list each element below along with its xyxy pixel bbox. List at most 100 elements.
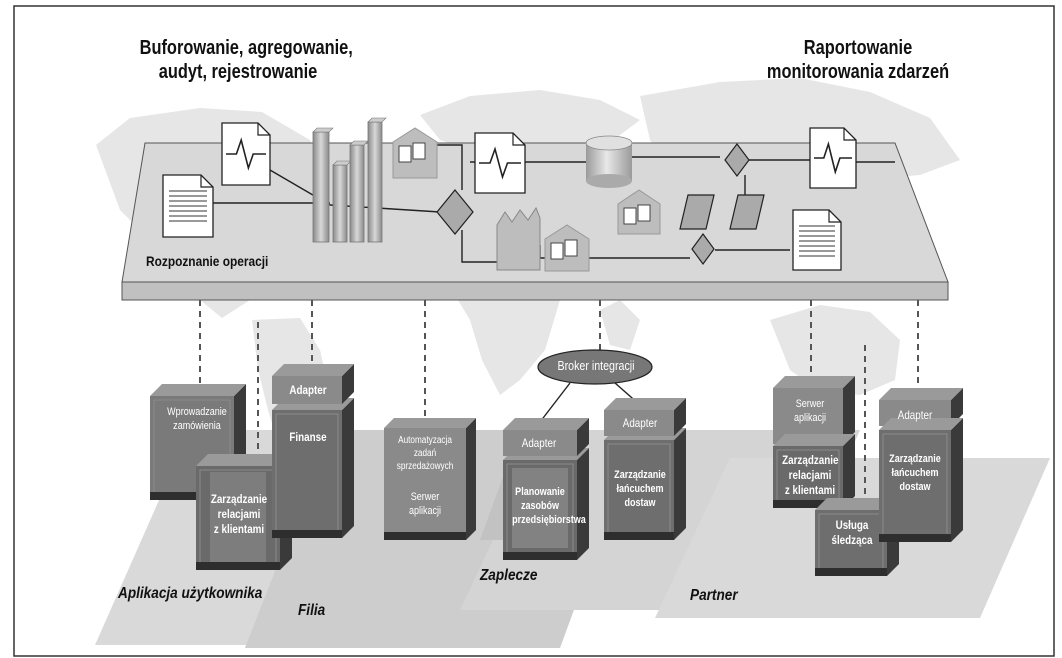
box-base <box>272 530 342 538</box>
label-line: z klientami <box>784 483 836 497</box>
bar-top <box>367 117 387 123</box>
server-finance-adapter-box <box>272 364 354 404</box>
document-fold <box>257 123 270 136</box>
broker-label: Broker integracji <box>557 358 635 373</box>
server-scm-back: Zarządzanie łańcuchem dostaw <box>612 468 668 510</box>
box-front <box>272 376 342 404</box>
document-sheet <box>474 132 526 194</box>
label-line: łańcuchem <box>616 483 664 495</box>
title-right-line-2: monitorowania zdarzeń <box>766 61 950 83</box>
decision-diamond-icon <box>691 232 715 266</box>
document-fold <box>828 210 841 223</box>
monitoring-document-icon <box>474 132 526 194</box>
server-finance: Finanse <box>289 430 327 444</box>
bar-top <box>312 127 334 133</box>
document-fold <box>512 133 525 146</box>
data-parallelogram-icon <box>729 194 765 230</box>
box-side <box>843 376 855 444</box>
box-bevel <box>506 433 574 453</box>
decision-diamond-icon <box>724 143 750 177</box>
box-front <box>773 446 843 508</box>
server-finance-box <box>272 398 354 538</box>
box-top <box>879 418 963 430</box>
zone-user-apps: Aplikacja użytkownika <box>118 585 263 602</box>
label-line: łańcuchem <box>891 467 939 479</box>
title-right: Raportowanie monitorowania zdarzeń <box>751 36 964 84</box>
label-line: przedsiębiorstwa <box>512 514 586 526</box>
server-boxes <box>150 364 963 576</box>
box-top <box>815 498 899 510</box>
box-front <box>879 430 951 542</box>
label-line: zasobów <box>520 500 560 512</box>
label-line: zamówienia <box>173 420 221 432</box>
label-line: Wprowadzanie <box>167 406 227 418</box>
box-base <box>815 568 887 576</box>
box-bevel <box>275 379 339 401</box>
server-erp: Planowanie zasobów przedsiębiorstwa <box>512 485 586 527</box>
document-fold <box>200 175 213 188</box>
erp-inner-decoration <box>512 468 568 548</box>
box-side <box>577 448 589 560</box>
document-sheet <box>792 209 842 271</box>
server-partner-crm: Zarządzanie relacjami z klientami <box>782 453 838 498</box>
box-side <box>843 434 855 508</box>
platform-icons <box>162 117 857 272</box>
bar-body <box>332 164 348 243</box>
box-top <box>879 388 963 400</box>
inner-panel <box>210 472 266 562</box>
mini-document <box>564 239 578 257</box>
box-side <box>577 418 589 456</box>
document-fold <box>843 128 856 141</box>
server-scm-back-adapter: Adapter <box>622 416 658 430</box>
box-top <box>503 418 589 430</box>
box-front <box>272 410 342 538</box>
box-base <box>503 552 577 560</box>
box-front <box>384 428 466 540</box>
server-partner-scm-box <box>879 418 963 542</box>
box-base <box>879 534 951 542</box>
zone-branch: Filia <box>298 602 326 619</box>
label-line: Planowanie <box>515 486 565 498</box>
title-left: Buforowanie, agregowanie, audyt, rejestr… <box>140 36 353 84</box>
bar-body <box>367 121 383 243</box>
bar-body <box>349 144 365 243</box>
document-sheet <box>221 122 271 186</box>
factory-shape <box>496 206 541 271</box>
server-partner-scm-adapter: Adapter <box>897 408 933 422</box>
broker-ellipse <box>537 349 653 385</box>
server-order-entry: Wprowadzanie zamówienia <box>163 405 232 433</box>
bar-chart-bar <box>367 117 387 243</box>
mini-document <box>550 242 564 260</box>
decision-diamond-icon <box>436 189 474 235</box>
server-partner-app-server: Serwer aplikacji <box>782 397 838 425</box>
mini-document <box>412 142 426 160</box>
box-base <box>604 532 674 540</box>
crm-inner-decoration <box>210 472 266 562</box>
box-top <box>150 384 246 396</box>
label-line: dostaw <box>624 497 656 509</box>
monitoring-document-icon <box>809 127 857 189</box>
monitoring-document-icon <box>221 122 271 186</box>
figure-frame <box>13 5 1055 657</box>
inner-panel <box>512 468 568 548</box>
label-line: Zarządzanie <box>210 492 268 506</box>
label-line: Zarządzanie <box>614 469 666 481</box>
database-cylinder-icon <box>585 135 633 188</box>
box-top <box>196 454 292 466</box>
server-tracking: Usługa śledząca <box>824 518 880 548</box>
server-sales-automation: Automatyzacja zadań sprzedażowych <box>391 434 458 473</box>
server-partner-scm: Zarządzanie łańcuchem dostaw <box>886 452 943 494</box>
zone-back-office: Zaplecze <box>480 567 538 584</box>
label-line: relacjami <box>217 507 261 521</box>
server-app-server-branch: Serwer aplikacji <box>391 490 458 518</box>
box-base <box>196 562 280 570</box>
pulse-line <box>479 146 521 180</box>
box-bevel <box>607 413 671 433</box>
document-icon <box>162 174 214 238</box>
report-document-icon <box>792 209 842 271</box>
label-line: Zarządzanie <box>782 453 839 467</box>
server-erp-adapter: Adapter <box>521 436 557 450</box>
box-side <box>951 388 963 426</box>
